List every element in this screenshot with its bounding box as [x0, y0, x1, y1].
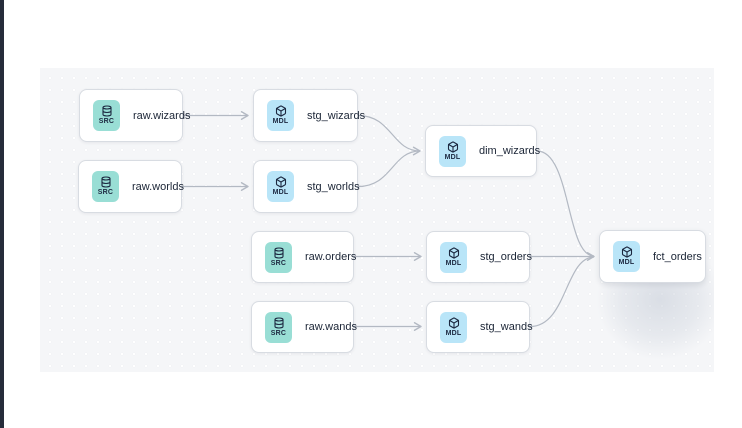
- cube-icon: [621, 246, 633, 258]
- node-stg-wizards[interactable]: MDL stg_wizards: [253, 89, 365, 142]
- badge-label: MDL: [272, 118, 289, 125]
- mdl-badge: MDL: [439, 135, 466, 167]
- src-badge: SRC: [265, 241, 292, 273]
- node-dim-wizards[interactable]: MDL dim_wizards: [425, 125, 541, 177]
- badge-label: SRC: [97, 189, 114, 196]
- badge-label: MDL: [618, 259, 635, 266]
- node-stg-worlds[interactable]: MDL stg_worlds: [253, 160, 360, 213]
- badge-label: MDL: [445, 329, 462, 337]
- node-label: raw.worlds: [132, 180, 184, 193]
- node-label: stg_orders: [480, 251, 532, 263]
- node-raw-worlds[interactable]: SRC raw.worlds: [78, 160, 184, 213]
- mdl-badge: MDL: [613, 241, 640, 272]
- src-badge: SRC: [92, 171, 119, 202]
- node-label: fct_orders: [653, 250, 702, 263]
- node-label: raw.wands: [305, 321, 357, 333]
- database-icon: [100, 176, 112, 188]
- node-label: raw.orders: [305, 251, 357, 263]
- node-label: stg_wizards: [307, 109, 366, 122]
- src-badge: SRC: [93, 100, 120, 131]
- badge-label: SRC: [270, 329, 287, 337]
- node-fct-orders[interactable]: MDL fct_orders: [599, 230, 706, 283]
- node-stg-orders[interactable]: MDL stg_orders: [426, 231, 532, 283]
- badge-label: MDL: [445, 259, 462, 267]
- node-stg-wands[interactable]: MDL stg_wands: [426, 301, 533, 353]
- node-label: stg_wands: [480, 321, 533, 333]
- database-icon: [101, 105, 113, 117]
- src-badge: SRC: [265, 311, 292, 343]
- badge-label: MDL: [444, 153, 461, 161]
- node-raw-orders[interactable]: SRC raw.orders: [251, 231, 357, 283]
- mdl-badge: MDL: [267, 100, 294, 131]
- node-label: stg_worlds: [307, 180, 360, 193]
- database-icon: [273, 246, 285, 259]
- node-label: raw.wizards: [133, 109, 191, 122]
- cube-icon: [448, 316, 460, 329]
- mdl-badge: MDL: [267, 171, 294, 202]
- database-icon: [273, 316, 285, 329]
- cube-icon: [275, 105, 287, 117]
- node-raw-wizards[interactable]: SRC raw.wizards: [79, 89, 190, 142]
- node-raw-wands[interactable]: SRC raw.wands: [251, 301, 357, 353]
- mdl-badge: MDL: [440, 311, 467, 343]
- cube-icon: [447, 140, 459, 153]
- window-edge-strip: [0, 0, 4, 428]
- badge-label: SRC: [270, 259, 287, 267]
- cube-icon: [448, 246, 460, 259]
- mdl-badge: MDL: [440, 241, 467, 273]
- node-label: dim_wizards: [479, 145, 541, 157]
- badge-label: MDL: [272, 189, 289, 196]
- badge-label: SRC: [98, 118, 115, 125]
- cube-icon: [275, 176, 287, 188]
